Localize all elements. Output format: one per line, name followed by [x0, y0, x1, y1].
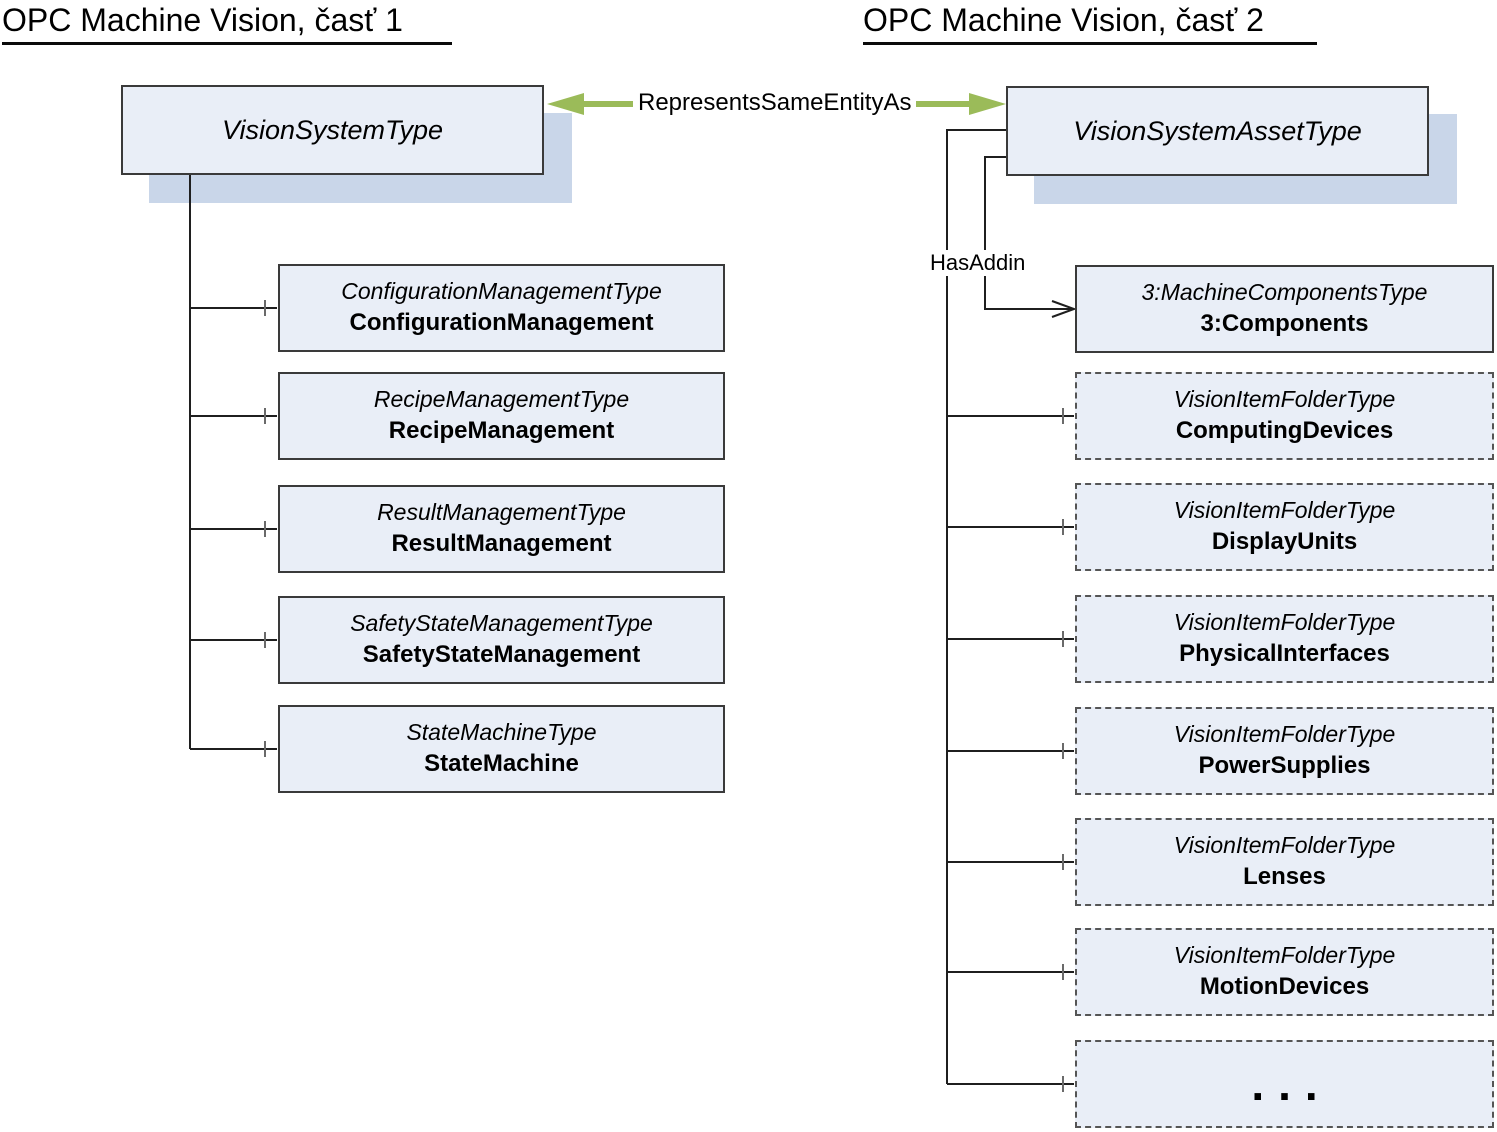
node-name-label: MotionDevices [1199, 973, 1370, 1000]
node-name-label: ConfigurationManagement [349, 309, 654, 336]
node-physical-interfaces: VisionItemFolderType PhysicalInterfaces [1075, 595, 1494, 683]
represents-same-entity-label: RepresentsSameEntityAs [633, 89, 917, 117]
ellipsis-label: ... [1251, 1058, 1332, 1110]
node-name-label: 3:Components [1200, 310, 1369, 337]
node-type-label: 3:MachineComponentsType [1141, 279, 1428, 305]
node-state-machine: StateMachineType StateMachine [278, 705, 725, 793]
node-label: VisionSystemAssetType [1073, 115, 1362, 146]
node-type-label: VisionItemFolderType [1173, 721, 1396, 747]
node-machine-components: 3:MachineComponentsType 3:Components [1075, 265, 1494, 353]
node-type-label: VisionItemFolderType [1173, 386, 1396, 412]
node-configuration-management: ConfigurationManagementType Configuratio… [278, 264, 725, 352]
node-computing-devices: VisionItemFolderType ComputingDevices [1075, 372, 1494, 460]
node-name-label: PhysicalInterfaces [1179, 640, 1390, 667]
node-name-label: Lenses [1243, 863, 1326, 890]
node-ellipsis: ... [1075, 1040, 1494, 1128]
node-vision-system-asset-type: VisionSystemAssetType [1006, 86, 1429, 176]
node-label: VisionSystemType [221, 114, 444, 145]
node-name-label: ResultManagement [391, 530, 612, 557]
node-result-management: ResultManagementType ResultManagement [278, 485, 725, 573]
has-addin-label: HasAddin [925, 250, 1031, 276]
node-type-label: VisionItemFolderType [1173, 609, 1396, 635]
node-motion-devices: VisionItemFolderType MotionDevices [1075, 928, 1494, 1016]
node-name-label: RecipeManagement [388, 417, 615, 444]
node-type-label: VisionItemFolderType [1173, 497, 1396, 523]
node-type-label: VisionItemFolderType [1173, 942, 1396, 968]
part2-title: OPC Machine Vision, časť 2 [863, 2, 1317, 45]
node-recipe-management: RecipeManagementType RecipeManagement [278, 372, 725, 460]
node-type-label: ResultManagementType [377, 499, 626, 525]
node-type-label: StateMachineType [406, 719, 597, 745]
node-type-label: SafetyStateManagementType [350, 610, 653, 636]
node-vision-system-type: VisionSystemType [121, 85, 544, 175]
node-safety-state-management: SafetyStateManagementType SafetyStateMan… [278, 596, 725, 684]
node-name-label: SafetyStateManagement [362, 641, 641, 668]
has-addin-connector [984, 156, 1077, 318]
node-lenses: VisionItemFolderType Lenses [1075, 818, 1494, 906]
node-name-label: StateMachine [424, 750, 579, 777]
node-type-label: ConfigurationManagementType [341, 278, 662, 304]
part2-tree-connector [946, 129, 1074, 1085]
part1-tree-connector [189, 175, 277, 750]
node-name-label: PowerSupplies [1198, 752, 1371, 779]
part1-title: OPC Machine Vision, časť 1 [2, 2, 452, 45]
node-type-label: RecipeManagementType [373, 386, 630, 412]
node-name-label: ComputingDevices [1175, 417, 1394, 444]
node-power-supplies: VisionItemFolderType PowerSupplies [1075, 707, 1494, 795]
node-display-units: VisionItemFolderType DisplayUnits [1075, 483, 1494, 571]
node-type-label: VisionItemFolderType [1173, 832, 1396, 858]
node-name-label: DisplayUnits [1211, 528, 1358, 555]
